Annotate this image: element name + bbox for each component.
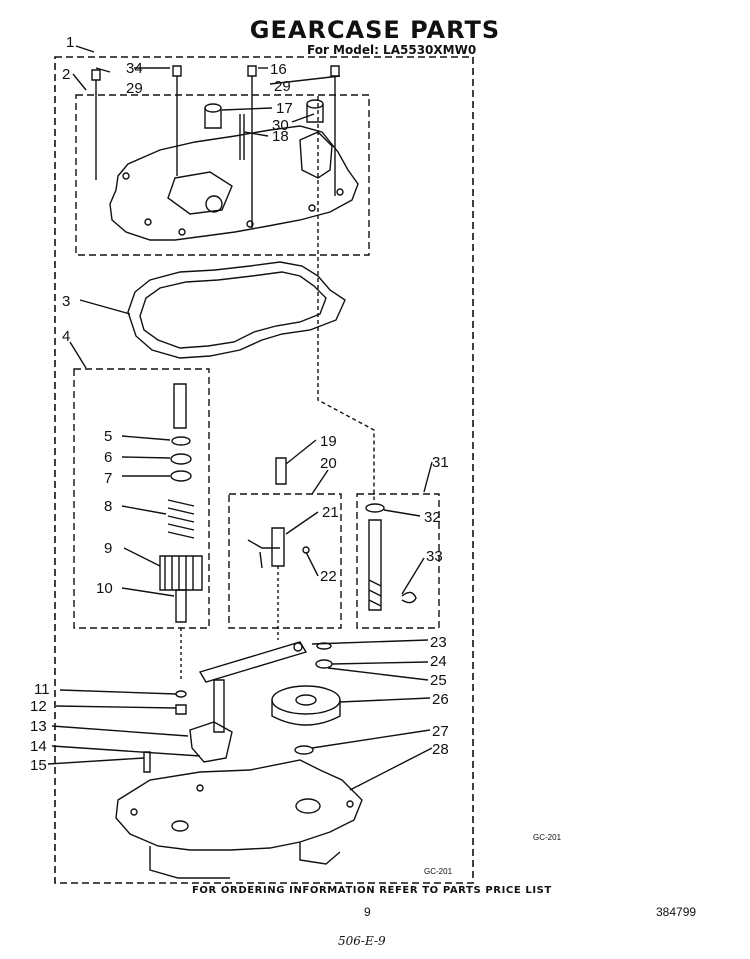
callout-label: 24 bbox=[430, 653, 447, 670]
figure-code: GC-201 bbox=[424, 867, 453, 876]
callout-label: 32 bbox=[424, 509, 441, 526]
callout-label: 21 bbox=[322, 504, 339, 521]
callout-label: 31 bbox=[432, 454, 449, 471]
callout-label: 4 bbox=[62, 328, 70, 345]
callout-label: 15 bbox=[30, 757, 47, 774]
callout-label: 30 bbox=[272, 117, 289, 134]
ordering-footer: FOR ORDERING INFORMATION REFER TO PARTS … bbox=[192, 885, 552, 896]
callout-label: 16 bbox=[270, 61, 287, 78]
callout-label: 28 bbox=[432, 741, 449, 758]
callout-label: 33 bbox=[426, 548, 443, 565]
main-drive-gear-part bbox=[271, 685, 341, 715]
callout-label: 14 bbox=[30, 738, 47, 755]
page-number: 9 bbox=[364, 905, 371, 919]
pinion-shaft-part bbox=[173, 383, 187, 429]
pinion-gear-part bbox=[159, 555, 203, 591]
gasket-part bbox=[127, 261, 346, 359]
figure-code: GC-201 bbox=[533, 833, 562, 842]
gearcase-base-part bbox=[115, 759, 363, 851]
callout-label: 29 bbox=[126, 80, 143, 97]
callout-label: 25 bbox=[430, 672, 447, 689]
callout-label: 27 bbox=[432, 723, 449, 740]
callout-label: 9 bbox=[104, 540, 112, 557]
idler-arm-part bbox=[198, 641, 308, 683]
callout-label: 3 bbox=[62, 293, 70, 310]
document-number: 384799 bbox=[656, 905, 697, 919]
callout-label: 18 bbox=[272, 128, 289, 145]
callout-label: 10 bbox=[96, 580, 113, 597]
shaft-assembly-box bbox=[356, 493, 440, 629]
callout-label: 13 bbox=[30, 718, 47, 735]
callout-label: 5 bbox=[104, 428, 112, 445]
callout-labels: 1 2 3 4 5 6 7 8 9 10 11 12 13 14 15 16 1… bbox=[30, 34, 449, 774]
callout-label: 8 bbox=[104, 498, 112, 515]
page-title: GEARCASE PARTS bbox=[249, 16, 501, 44]
callout-label: 23 bbox=[430, 634, 447, 651]
callout-label: 26 bbox=[432, 691, 449, 708]
callout-label: 20 bbox=[320, 455, 337, 472]
callout-label: 7 bbox=[104, 470, 112, 487]
callout-label: 1 bbox=[66, 34, 74, 51]
callout-label: 22 bbox=[320, 568, 337, 585]
callout-label: 17 bbox=[276, 100, 293, 117]
outer-assembly-box bbox=[54, 56, 474, 884]
callout-label: 2 bbox=[62, 66, 70, 83]
callout-label: 6 bbox=[104, 449, 112, 466]
shifter-assembly-box bbox=[228, 493, 342, 629]
pinion-assembly-box bbox=[73, 368, 210, 629]
callout-label: 19 bbox=[320, 433, 337, 450]
cover-assembly-box bbox=[75, 94, 370, 256]
callout-label: 12 bbox=[30, 698, 47, 715]
callout-label: 29 bbox=[274, 78, 291, 95]
gearcase-cover-part bbox=[109, 125, 359, 241]
model-subtitle: For Model: LA5530XMW0 bbox=[307, 43, 477, 57]
callout-label: 11 bbox=[34, 681, 50, 698]
callout-label: 34 bbox=[126, 60, 143, 77]
handwritten-note: 506-E-9 bbox=[338, 934, 386, 948]
